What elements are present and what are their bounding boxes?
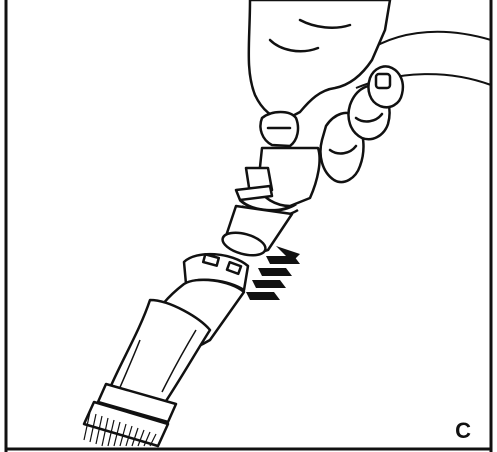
step-label: C <box>455 420 471 442</box>
wand-nozzle-icon <box>110 254 248 404</box>
handle-tube-icon <box>220 148 319 259</box>
